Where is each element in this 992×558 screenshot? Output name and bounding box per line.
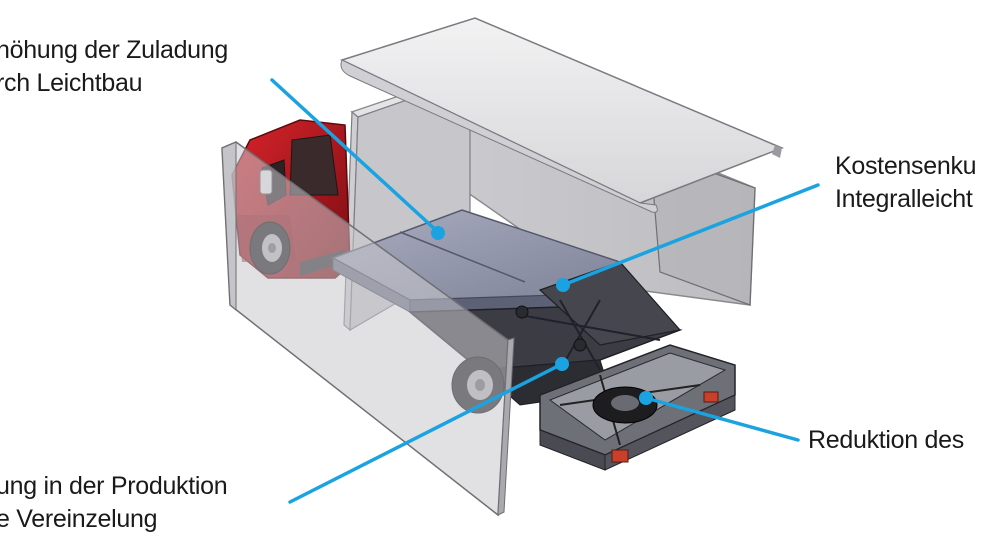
annotation-top-right-line1: Kostensenku xyxy=(835,152,977,180)
annotation-bottom-left-line2: e Vereinzelung xyxy=(0,505,158,533)
annotation-top-left: höhung der Zuladung rch Leichtbau xyxy=(0,34,228,100)
annotation-top-right-line2: Integralleicht xyxy=(835,185,973,213)
annotation-bottom-left: ung in der Produktion e Vereinzelung xyxy=(0,470,228,536)
box-side-wall xyxy=(221,141,515,517)
annotation-bottom-left-line1: ung in der Produktion xyxy=(0,472,228,500)
leader-line-bottom-left xyxy=(288,362,564,504)
box-roof-panel xyxy=(339,17,784,213)
leader-dot-bottom-left xyxy=(555,357,569,371)
leader-dots xyxy=(431,226,653,405)
leader-line-top-right xyxy=(561,183,820,287)
annotation-mid-right-line1: Reduktion des xyxy=(808,426,964,454)
annotation-top-left-line2: rch Leichtbau xyxy=(0,69,143,97)
leader-dot-top-right xyxy=(556,278,570,292)
annotation-mid-right: Reduktion des xyxy=(808,424,964,457)
leader-dot-top-left xyxy=(431,226,445,240)
leader-dot-mid-right xyxy=(639,391,653,405)
leader-line-mid-right xyxy=(644,396,800,442)
leader-lines xyxy=(270,78,820,504)
leader-line-top-left xyxy=(270,78,440,234)
annotation-top-left-line1: höhung der Zuladung xyxy=(0,36,228,64)
annotation-top-right: Kostensenku Integralleicht xyxy=(835,150,977,216)
